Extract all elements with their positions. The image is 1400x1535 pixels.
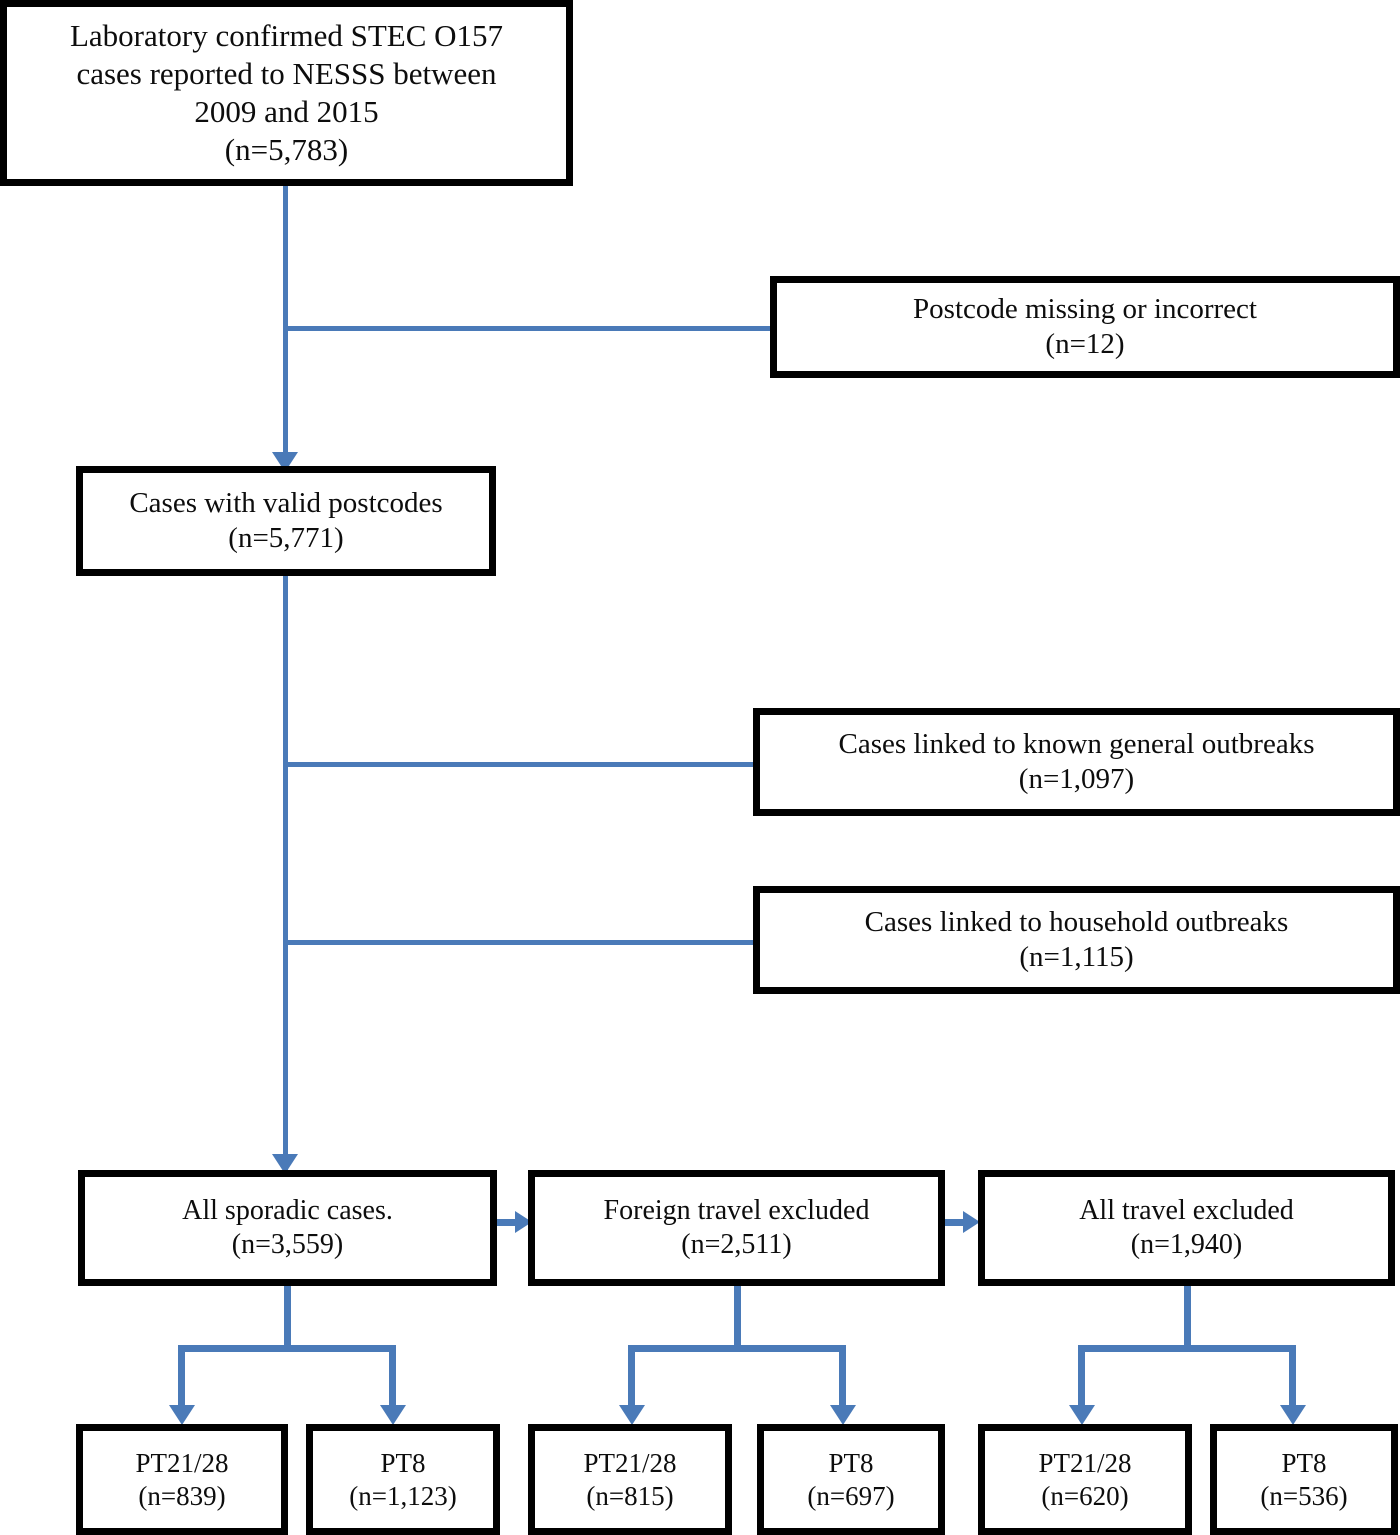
node-foreign-line-2: (n=2,511) (681, 1229, 792, 1260)
node-household-line-1: Cases linked to household outbreaks (864, 905, 1289, 938)
node-foreign-travel-excluded: Foreign travel excluded (n=2,511) (528, 1170, 945, 1286)
node-top-laboratory-confirmed: Laboratory confirmed STEC O157 cases rep… (0, 0, 573, 186)
node-cases-linked-household-outbreaks: Cases linked to household outbreaks (n=1… (753, 886, 1400, 994)
node-sporadic-line-2: (n=3,559) (231, 1229, 344, 1260)
leaf-6-line-1: PT8 (1281, 1447, 1327, 1478)
node-postcode-missing-or-incorrect: Postcode missing or incorrect (n=12) (770, 276, 1400, 378)
arrowhead-leaf-4 (830, 1405, 856, 1425)
node-leaf-pt2128-sporadic: PT21/28 (n=839) (76, 1424, 288, 1535)
node-leaf-pt2128-alltravel: PT21/28 (n=620) (978, 1424, 1192, 1535)
node-leaf-pt2128-foreign: PT21/28 (n=815) (528, 1424, 732, 1535)
arrowhead-leaf-3 (619, 1405, 645, 1425)
node-postcode-line-1: Postcode missing or incorrect (913, 292, 1257, 325)
connector-to-postcode-excluded (285, 326, 772, 331)
node-top-line-1: Laboratory confirmed STEC O157 (69, 18, 504, 54)
connector-top-to-valid (283, 186, 288, 461)
leaf-5-line-2: (n=620) (1041, 1480, 1129, 1511)
connector-fork3-left-drop (1078, 1345, 1085, 1410)
leaf-5-line-1: PT21/28 (1038, 1447, 1132, 1478)
leaf-6-line-2: (n=536) (1260, 1480, 1348, 1511)
node-top-line-3: 2009 and 2015 (194, 94, 379, 129)
node-all-sporadic-cases: All sporadic cases. (n=3,559) (78, 1170, 497, 1286)
node-top-line-2: cases reported to NESSS between (76, 56, 497, 92)
node-general-line-1: Cases linked to known general outbreaks (838, 727, 1315, 760)
connector-fork1-right-drop (389, 1345, 396, 1410)
node-leaf-pt8-foreign: PT8 (n=697) (757, 1424, 945, 1535)
arrowhead-leaf-5 (1069, 1405, 1095, 1425)
node-valid-line-1: Cases with valid postcodes (129, 486, 443, 519)
connector-to-general-outbreaks (285, 762, 755, 767)
arrowhead-leaf-1 (169, 1405, 195, 1425)
arrowhead-sporadic-to-foreign (515, 1211, 532, 1233)
arrowhead-foreign-to-alltravel (963, 1211, 980, 1233)
leaf-2-line-2: (n=1,123) (349, 1480, 457, 1511)
connector-fork3-right-drop (1289, 1345, 1296, 1410)
connector-to-household-outbreaks (285, 940, 755, 945)
node-top-line-4: (n=5,783) (224, 131, 349, 167)
connector-fork1-left-drop (178, 1345, 185, 1410)
node-foreign-line-1: Foreign travel excluded (603, 1194, 870, 1226)
leaf-3-line-1: PT21/28 (583, 1447, 677, 1478)
connector-fork2-right-drop (839, 1345, 846, 1410)
connector-fork2-stem (734, 1285, 741, 1348)
connector-fork2-left-drop (628, 1345, 635, 1410)
connector-sporadic-to-foreign (497, 1219, 521, 1226)
leaf-4-line-1: PT8 (828, 1447, 874, 1478)
connector-foreign-to-alltravel (945, 1219, 969, 1226)
node-household-line-2: (n=1,115) (1019, 941, 1134, 973)
node-alltravel-line-1: All travel excluded (1079, 1194, 1294, 1226)
node-general-line-2: (n=1,097) (1018, 763, 1135, 795)
connector-fork3-bar (1078, 1345, 1296, 1352)
arrowhead-leaf-2 (380, 1405, 406, 1425)
connector-fork2-bar (628, 1345, 846, 1352)
arrowhead-leaf-6 (1280, 1405, 1306, 1425)
node-leaf-pt8-alltravel: PT8 (n=536) (1210, 1424, 1398, 1535)
node-alltravel-line-2: (n=1,940) (1130, 1229, 1243, 1260)
node-cases-with-valid-postcodes: Cases with valid postcodes (n=5,771) (76, 466, 496, 576)
leaf-4-line-2: (n=697) (807, 1480, 895, 1511)
node-leaf-pt8-sporadic: PT8 (n=1,123) (306, 1424, 500, 1535)
leaf-3-line-2: (n=815) (586, 1480, 674, 1511)
arrowhead-to-sporadic (272, 1154, 298, 1174)
connector-fork1-bar (178, 1345, 396, 1352)
leaf-1-line-2: (n=839) (138, 1480, 226, 1511)
node-valid-line-2: (n=5,771) (228, 522, 344, 554)
node-sporadic-line-1: All sporadic cases. (182, 1194, 393, 1226)
leaf-1-line-1: PT21/28 (135, 1447, 229, 1478)
connector-valid-to-sporadic (283, 576, 288, 1182)
node-all-travel-excluded: All travel excluded (n=1,940) (978, 1170, 1395, 1286)
connector-fork1-stem (284, 1285, 291, 1348)
leaf-2-line-1: PT8 (380, 1447, 426, 1478)
node-cases-linked-general-outbreaks: Cases linked to known general outbreaks … (753, 708, 1400, 816)
connector-fork3-stem (1184, 1285, 1191, 1348)
node-postcode-line-2: (n=12) (1045, 328, 1125, 360)
